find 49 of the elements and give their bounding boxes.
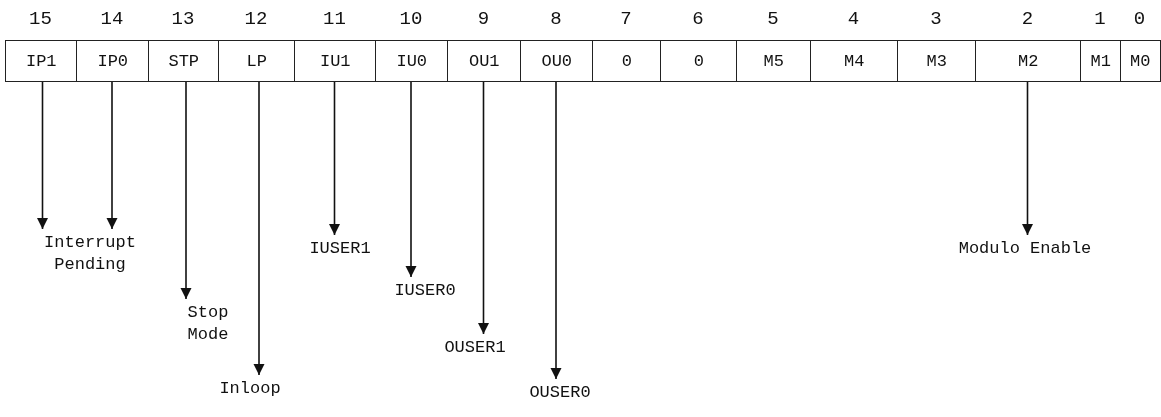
- arrow: [180, 81, 192, 300]
- bit-number: 15: [28, 8, 53, 30]
- register-bit-cell: LP: [218, 40, 296, 82]
- register-bit-cell: 0: [660, 40, 738, 82]
- bit-number: 11: [322, 8, 347, 30]
- bit-description: OUSER0: [520, 382, 600, 405]
- arrow: [253, 81, 265, 376]
- register-bit-cell: M4: [810, 40, 899, 82]
- bit-number: 12: [243, 8, 269, 30]
- arrow: [477, 81, 490, 335]
- register-bit-cell: 0: [592, 40, 662, 82]
- register-bit-cell: STP: [148, 40, 220, 82]
- bit-number: 9: [476, 8, 491, 30]
- register-bit-cell: M2: [975, 40, 1082, 82]
- bit-description: Stop Mode: [183, 302, 233, 347]
- bit-description: IUSER0: [385, 280, 465, 303]
- register-bit-cell: OU0: [520, 40, 594, 82]
- register-bit-cell: IU0: [375, 40, 449, 82]
- arrow: [328, 81, 341, 236]
- register-bit-cell: M0: [1120, 40, 1161, 82]
- arrow: [36, 81, 49, 230]
- register-bit-cell: IU1: [294, 40, 377, 82]
- bit-number: 13: [170, 8, 196, 30]
- bit-number: 1: [1093, 8, 1107, 30]
- register-bit-cell: M5: [736, 40, 812, 82]
- arrow: [1021, 81, 1034, 236]
- bit-number: 8: [549, 8, 563, 30]
- bit-number: 7: [619, 8, 633, 30]
- register-bit-cell: IP0: [76, 40, 150, 82]
- bit-number: 4: [846, 8, 861, 30]
- bit-number: 3: [929, 8, 943, 30]
- arrow: [405, 81, 417, 278]
- register-bit-cell: M3: [897, 40, 977, 82]
- bit-number: 2: [1020, 8, 1035, 30]
- bit-number: 5: [766, 8, 780, 30]
- register-bit-cell: IP1: [5, 40, 78, 82]
- arrow: [550, 81, 562, 380]
- bit-description: OUSER1: [435, 337, 515, 360]
- bit-number: 10: [398, 8, 424, 30]
- bit-description: Modulo Enable: [945, 238, 1105, 261]
- arrow: [106, 81, 118, 230]
- bit-description: IUSER1: [300, 238, 380, 261]
- bit-number: 0: [1132, 8, 1147, 30]
- bit-number: 6: [691, 8, 705, 30]
- bit-number: 14: [99, 8, 125, 30]
- bit-description: Interrupt Pending: [40, 232, 140, 277]
- register-bit-cell: M1: [1080, 40, 1122, 82]
- bit-description: Inloop: [210, 378, 290, 401]
- register-bit-cell: OU1: [447, 40, 522, 82]
